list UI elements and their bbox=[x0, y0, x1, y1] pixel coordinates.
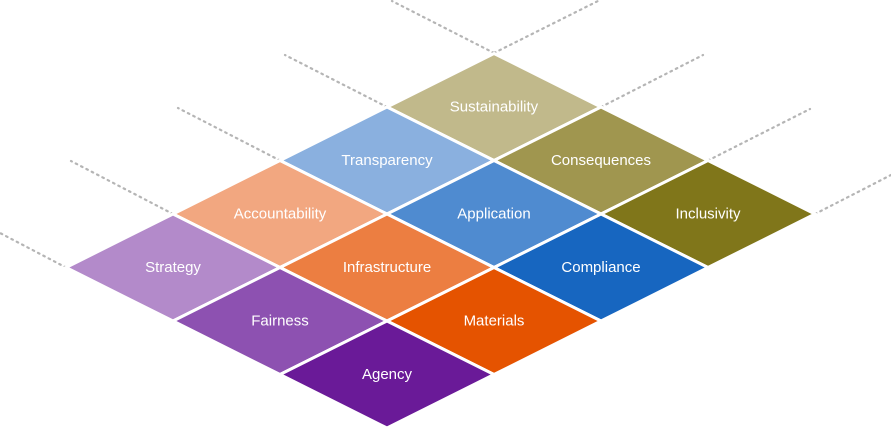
diamond-label: Agency bbox=[362, 366, 413, 383]
diamond-label: Sustainability bbox=[450, 99, 539, 116]
dotted-guide-line bbox=[492, 0, 600, 55]
diamond-label: Strategy bbox=[145, 259, 201, 276]
dotted-guide-line bbox=[813, 173, 891, 216]
dotted-guide-line bbox=[176, 106, 282, 162]
diamond-label: Application bbox=[457, 206, 530, 223]
diamond-label: Transparency bbox=[341, 152, 433, 169]
diamond-label: Infrastructure bbox=[343, 259, 431, 276]
dotted-guide-line bbox=[599, 53, 705, 109]
diamond-shape bbox=[276, 319, 498, 430]
dotted-guide-line bbox=[0, 231, 68, 269]
diamond-label: Inclusivity bbox=[675, 206, 741, 223]
dotted-guide-lines bbox=[0, 0, 891, 269]
diamond-label: Compliance bbox=[561, 259, 640, 276]
dotted-guide-line bbox=[69, 159, 175, 216]
diamond-agency: Agency bbox=[276, 319, 498, 430]
diamond-label: Materials bbox=[464, 313, 525, 330]
diamond-label: Consequences bbox=[551, 152, 651, 169]
diamond-label: Accountability bbox=[234, 206, 327, 223]
dotted-guide-line bbox=[283, 53, 389, 109]
dotted-guide-line bbox=[390, 0, 496, 55]
diamond-label: Fairness bbox=[251, 313, 309, 330]
dotted-guide-line bbox=[706, 107, 812, 162]
